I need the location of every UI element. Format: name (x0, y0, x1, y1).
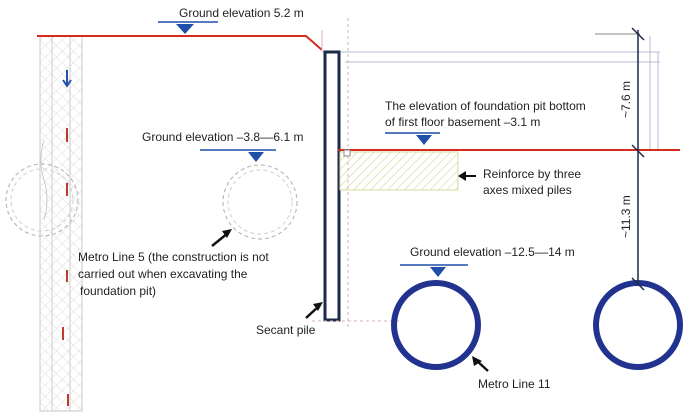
ground-elevation-marker-top: Ground elevation 5.2 m (158, 6, 304, 34)
metro5-label-line2: carried out when excavating the (78, 267, 248, 281)
ground-mid-label: Ground elevation –3.8––6.1 m (142, 130, 303, 144)
dimension-line: ~7.6 m ~11.3 m (619, 27, 645, 291)
pit-bottom-label-line2: of first floor basement –3.1 m (385, 115, 540, 129)
metro-line-5-callout: Metro Line 5 (the construction is not ca… (78, 229, 269, 298)
reinforce-label-line2: axes mixed piles (483, 183, 572, 197)
column-arrows (62, 70, 72, 406)
metro5-label-line1: Metro Line 5 (the construction is not (78, 250, 269, 264)
metro5-label-line3: foundation pit) (80, 284, 156, 298)
metro-line-11-tunnel-right (593, 280, 683, 370)
ground-elevation-marker-mid: Ground elevation –3.8––6.1 m (142, 130, 303, 162)
ground-low-label: Ground elevation –12.5––14 m (410, 245, 575, 259)
building-outline (321, 18, 660, 330)
metro-line-11-callout: Metro Line 11 (472, 356, 551, 391)
metro-line-5-tunnel-left (5, 163, 79, 237)
metro-line-11-tunnel-left (391, 280, 481, 370)
pit-bottom-label-line1: The elevation of foundation pit bottom (385, 99, 586, 113)
metro-line-5-tunnel (222, 164, 298, 240)
pit-bottom-line: The elevation of foundation pit bottom o… (338, 99, 680, 151)
reinforce-label-line1: Reinforce by three (483, 167, 581, 181)
dim-lower-label: ~11.3 m (619, 195, 633, 238)
dim-upper-label: ~7.6 m (619, 81, 633, 118)
metro11-label: Metro Line 11 (478, 377, 551, 391)
secant-pile-callout: Secant pile (256, 302, 323, 337)
secant-pile-label: Secant pile (256, 323, 316, 337)
ground-elevation-marker-low: Ground elevation –12.5––14 m (400, 245, 575, 277)
reinforcement-zone: Reinforce by three axes mixed piles (339, 149, 581, 197)
ground-surface-line (37, 35, 323, 51)
left-pile-column (39, 35, 83, 412)
ground-top-label: Ground elevation 5.2 m (179, 6, 304, 20)
secant-pile (323, 50, 341, 322)
